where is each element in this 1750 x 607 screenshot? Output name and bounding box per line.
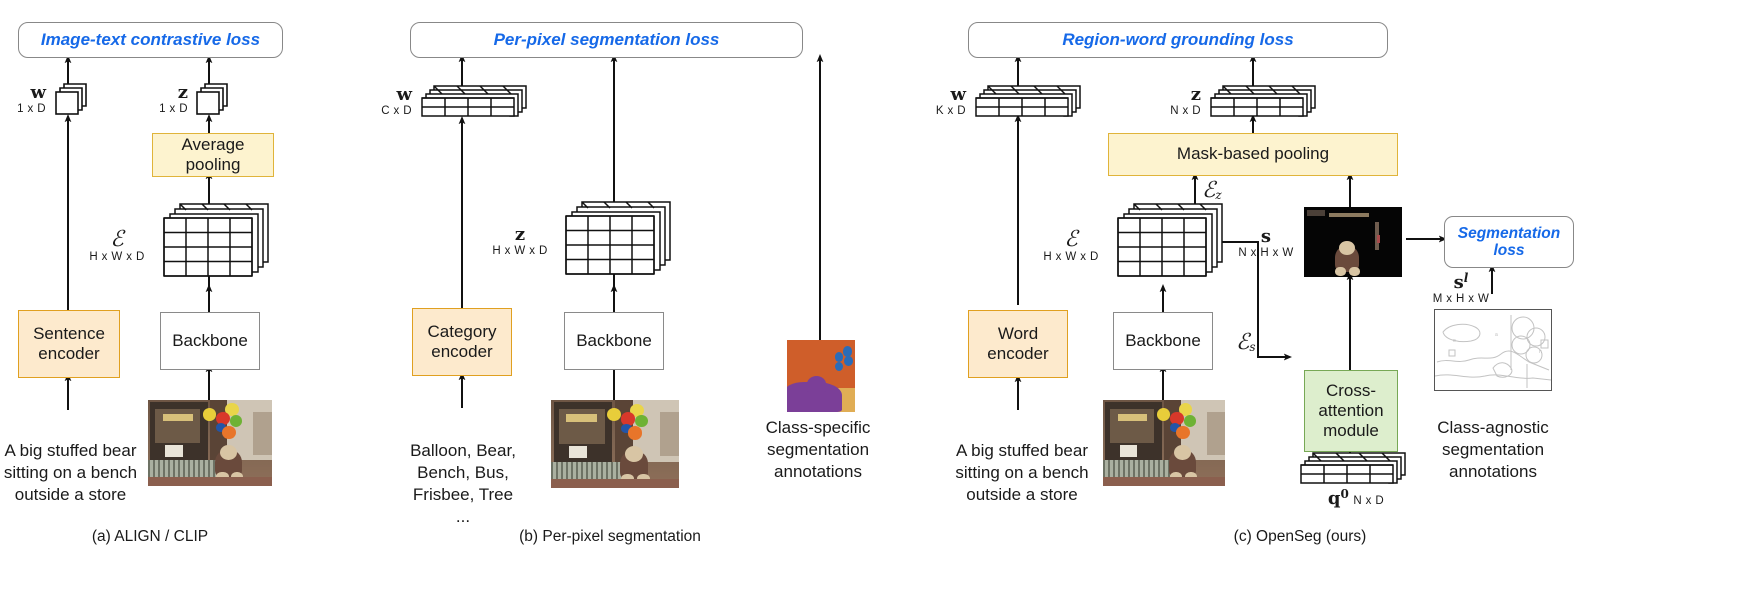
loss-box-a: Image-text contrastive loss (18, 22, 283, 58)
tensor-label-F-c: ℰ H x W x D (1032, 228, 1110, 263)
svg-text:a: a (1495, 332, 1498, 338)
panel-caption-c-value: (c) OpenSeg (ours) (1233, 528, 1367, 545)
tensor-label-q0-c: q0 N x D (1296, 487, 1416, 509)
class-agnostic-annotation-label: Class-agnostic segmentation annotations (1420, 395, 1566, 483)
tensor-name-F-a: ℰ (110, 227, 124, 252)
tensor-label-w-b: w C x D (368, 84, 413, 117)
tensor-name-s-c: s (1260, 226, 1272, 247)
tensor-w-b (418, 84, 530, 122)
input-image-a (148, 400, 272, 486)
mask-prediction-image (1304, 207, 1402, 277)
panel-caption-a: (a) ALIGN / CLIP (0, 528, 300, 546)
word-encoder-label: Word encoder (987, 323, 1049, 363)
backbone-box-a[interactable]: Backbone (160, 312, 260, 370)
category-list-text: Balloon, Bear, Bench, Bus, Frisbee, Tree… (398, 418, 528, 528)
svg-text:o: o (1453, 338, 1456, 344)
class-agnostic-annotation-image: o a n (1434, 309, 1552, 391)
tensor-name-sl-c: sl (1453, 271, 1469, 293)
tensor-name-F-c: ℰ (1064, 227, 1078, 252)
tensor-dims-F-c: H x W x D (1043, 251, 1099, 264)
sentence-encoder-box[interactable]: Sentence encoder (18, 310, 120, 378)
tensor-name-w-a: w (30, 82, 47, 103)
category-list-value: Balloon, Bear, Bench, Bus, Frisbee, Tree… (410, 441, 516, 527)
panel-align-clip: Image-text contrastive loss w 1 x D z 1 … (0, 0, 310, 607)
cross-attention-module-box[interactable]: Cross- attention module (1304, 370, 1398, 452)
class-specific-annotation-image (787, 340, 855, 412)
tensor-label-z-c: z N x D (1155, 84, 1201, 117)
average-pooling-box[interactable]: Average pooling (152, 133, 274, 177)
tensor-dims-s-c: N x H x W (1238, 246, 1294, 259)
tensor-name-w-c: w (950, 84, 967, 105)
tensor-label-z-a: z 1 x D (142, 82, 188, 115)
svg-text:n: n (1539, 349, 1542, 355)
panel-caption-c: (c) OpenSeg (ours) (1130, 528, 1470, 546)
tensor-dims-sl-c: M x H x W (1432, 292, 1490, 305)
tensor-label-F-a: ℰ H x W x D (78, 228, 156, 263)
tensor-label-sl-c: sl M x H x W (1426, 272, 1496, 305)
tensor-label-s-c: s N x H x W (1232, 226, 1300, 259)
loss-label-b: Per-pixel segmentation loss (493, 30, 720, 49)
loss-box-c: Region-word grounding loss (968, 22, 1388, 58)
class-specific-annotation-value: Class-specific segmentation annotations (765, 418, 871, 482)
tensor-dims-z-a: 1 x D (159, 102, 188, 115)
tensor-w-c (972, 84, 1084, 122)
segmentation-loss-label: Segmentation loss (1457, 224, 1561, 259)
tensor-q0-c (1297, 451, 1409, 489)
loss-box-b: Per-pixel segmentation loss (410, 22, 803, 58)
tensor-dims-q0-c: N x D (1353, 495, 1385, 507)
tensor-dims-z-c: N x D (1170, 104, 1201, 117)
loss-label-a: Image-text contrastive loss (40, 30, 261, 49)
category-encoder-box[interactable]: Category encoder (412, 308, 512, 376)
backbone-box-c[interactable]: Backbone (1113, 312, 1213, 370)
tensor-F-a (160, 200, 278, 292)
input-image-b (551, 400, 679, 488)
tensor-label-z-b: z H x W x D (482, 224, 558, 257)
tensor-dims-F-a: H x W x D (89, 251, 145, 264)
cross-attention-label: Cross- attention module (1318, 380, 1384, 441)
caption-text-c-value: A big stuffed bear sitting on a bench ou… (955, 441, 1089, 505)
class-agnostic-annotation-value: Class-agnostic segmentation annotations (1437, 418, 1549, 482)
category-encoder-label: Category encoder (427, 321, 497, 361)
caption-text-a: A big stuffed bear sitting on a bench ou… (0, 418, 143, 506)
tensor-z-c (1207, 84, 1319, 122)
tensor-F-c (1114, 200, 1232, 292)
tensor-z-a (191, 80, 235, 120)
panel-caption-b-value: (b) Per-pixel segmentation (519, 528, 701, 545)
tensor-dims-w-b: C x D (381, 104, 412, 117)
flow-label-Fs: ℰs (1236, 330, 1256, 355)
sentence-encoder-label: Sentence encoder (33, 323, 105, 363)
caption-text-a-value: A big stuffed bear sitting on a bench ou… (3, 441, 138, 505)
tensor-z-b (562, 198, 680, 290)
average-pooling-label: Average pooling (181, 134, 245, 174)
panel-per-pixel-segmentation: Per-pixel segmentation loss w C x D (368, 22, 898, 546)
tensor-label-w-c: w K x D (920, 84, 967, 117)
tensor-w-a (50, 80, 94, 120)
tensor-label-w-a: w 1 x D (2, 82, 47, 115)
tensor-name-z-b: z (514, 224, 526, 245)
backbone-box-b[interactable]: Backbone (564, 312, 664, 370)
backbone-label-c: Backbone (1125, 330, 1201, 350)
backbone-label-b: Backbone (576, 330, 652, 350)
panel-caption-b: (b) Per-pixel segmentation (455, 528, 765, 546)
tensor-dims-z-b: H x W x D (492, 244, 548, 257)
tensor-name-w-b: w (396, 84, 413, 105)
tensor-dims-w-c: K x D (935, 104, 966, 117)
tensor-name-q0-c: q0 (1327, 487, 1349, 509)
caption-text-c: A big stuffed bear sitting on a bench ou… (948, 418, 1096, 506)
panel-caption-a-value: (a) ALIGN / CLIP (91, 528, 209, 545)
word-encoder-box[interactable]: Word encoder (968, 310, 1068, 378)
class-specific-annotation-label: Class-specific segmentation annotations (738, 395, 898, 483)
backbone-label-a: Backbone (172, 330, 248, 350)
tensor-name-z-c: z (1190, 84, 1201, 105)
tensor-name-z-a: z (177, 82, 188, 103)
input-image-c (1103, 400, 1225, 486)
tensor-dims-w-a: 1 x D (17, 102, 46, 115)
loss-label-c: Region-word grounding loss (1062, 30, 1294, 49)
flow-label-Fz: ℰz (1202, 178, 1222, 203)
mask-based-pooling-box[interactable]: Mask-based pooling (1108, 133, 1398, 176)
mask-based-pooling-label: Mask-based pooling (1176, 144, 1330, 164)
segmentation-loss-box: Segmentation loss (1444, 216, 1574, 268)
